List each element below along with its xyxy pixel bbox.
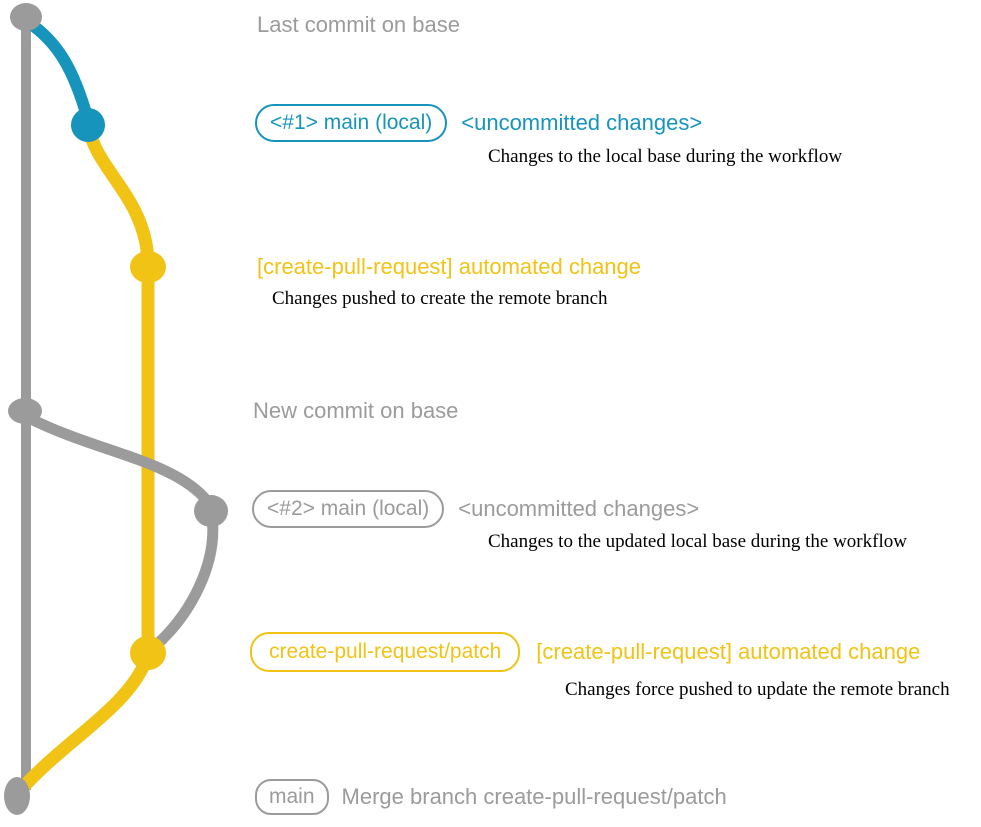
row-uncommitted-1: <#1> main (local) <uncommitted changes> [255, 104, 702, 142]
commit-node-uncommitted-1 [71, 108, 105, 142]
commit-title-uncommitted-2: <uncommitted changes> [458, 496, 700, 521]
updated-local-branch-return-curve [147, 510, 219, 654]
commit-node-merge-commit [4, 777, 30, 815]
label-last-commit-on-base: Last commit on base [257, 12, 460, 37]
commit-title-automated-change-2: [create-pull-request] automated change [536, 639, 921, 664]
commit-title-automated-change-1: [create-pull-request] automated change [257, 254, 642, 279]
commit-desc-automated-change-2: Changes force pushed to update the remot… [565, 679, 950, 700]
branch-badge-main-local-1: <#1> main (local) [255, 104, 448, 142]
commit-node-new-commit-on-base [8, 398, 42, 424]
patch-branch-curve-top [82, 121, 155, 269]
patch-branch-merge-curve [12, 653, 153, 799]
row-merge-commit: main Merge branch create-pull-request/pa… [255, 779, 727, 815]
row-automated-change-2: create-pull-request/patch [create-pull-r… [250, 632, 920, 672]
local-main-branch-line [22, 16, 94, 126]
commit-desc-uncommitted-1: Changes to the local base during the wor… [488, 146, 843, 167]
branch-badge-main-local-2: <#2> main (local) [252, 490, 445, 528]
row-uncommitted-2: <#2> main (local) <uncommitted changes> [252, 490, 699, 528]
branch-badge-create-pull-request-patch: create-pull-request/patch [250, 632, 521, 672]
commit-node-uncommitted-2 [194, 495, 228, 527]
label-new-commit-on-base: New commit on base [253, 398, 459, 423]
commit-title-uncommitted-1: <uncommitted changes> [461, 110, 703, 135]
branch-badge-main: main [255, 779, 329, 815]
updated-local-branch-curve [21, 411, 214, 508]
commit-desc-automated-change-1: Changes pushed to create the remote bran… [272, 288, 608, 309]
commit-node-last-commit-on-base [10, 3, 42, 31]
commit-desc-uncommitted-2: Changes to the updated local base during… [488, 531, 907, 552]
commit-graph [4, 3, 228, 815]
commit-node-automated-change-1 [130, 251, 166, 283]
commit-title-merge: Merge branch create-pull-request/patch [341, 784, 727, 809]
commit-node-automated-change-2 [130, 636, 166, 670]
